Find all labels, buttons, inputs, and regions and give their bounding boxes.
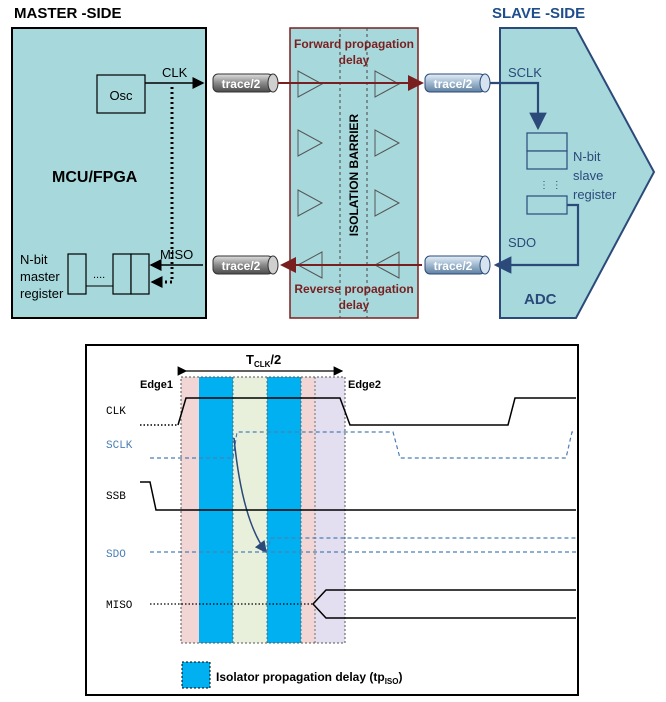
ssb-waveform: [140, 481, 576, 511]
legend-label: Isolator propagation delay (tpISO): [216, 670, 402, 686]
slave-reg-label-1: N-bit: [573, 149, 601, 164]
trace-cylinder-sclk-right: trace/2: [424, 73, 491, 93]
isolation-barrier-label: ISOLATION BARRIER: [347, 113, 361, 236]
signal-label-miso: MISO: [106, 600, 133, 612]
sdo-waveform-bus: [266, 537, 576, 553]
sdo-label-slave: SDO: [508, 235, 536, 250]
period-label-main: T: [246, 352, 254, 367]
buffer-fwd-2a: [297, 129, 324, 157]
master-side-heading: MASTER -SIDE: [14, 5, 122, 22]
signal-label-clk: CLK: [106, 406, 126, 418]
slave-reg-cell-2: [526, 150, 568, 170]
period-label: TCLK/2: [246, 352, 281, 369]
sclk-waveform: [232, 431, 576, 459]
period-label-tail: /2: [270, 352, 281, 367]
trace-label-clk-left: trace/2: [222, 77, 261, 91]
mcu-fpga-label: MCU/FPGA: [52, 169, 138, 186]
forward-delay-label-1: Forward propagation: [294, 37, 414, 51]
master-reg-label-3: register: [20, 286, 64, 301]
sclk-label-slave: SCLK: [508, 65, 542, 80]
adc-label: ADC: [524, 291, 557, 308]
sclk-path: [490, 81, 547, 131]
clk-dotted-path: [160, 87, 174, 284]
osc-label: Osc: [109, 88, 133, 103]
slave-side-heading: SLAVE -SIDE: [492, 5, 585, 22]
legend-label-tail: ): [398, 670, 402, 684]
edge1-label: Edge1: [140, 379, 173, 391]
miso-waveform-bus: [312, 589, 576, 619]
trace-label-miso-left: trace/2: [222, 259, 261, 273]
reverse-delay-label-2: delay: [339, 298, 370, 312]
isolation-block: [289, 27, 419, 319]
signal-label-sclk: SCLK: [106, 440, 133, 452]
slave-reg-label-3: register: [573, 187, 617, 202]
reverse-delay-label-1: Reverse propagation: [294, 282, 413, 296]
master-reg-label-1: N-bit: [20, 252, 48, 267]
sdo-path: [493, 203, 580, 274]
clk-label-master: CLK: [162, 65, 188, 80]
master-reg-cell-1: [67, 253, 87, 295]
buffer-fwd-3b: [374, 189, 401, 217]
trace-cylinder-sdo-right: trace/2: [424, 255, 491, 275]
sclk-to-sdo-arrow: [233, 437, 267, 554]
miso-label-master: MISO: [160, 247, 193, 262]
period-label-sub: CLK: [254, 360, 271, 369]
slave-reg-dots: ⋮ ⋮: [539, 180, 562, 191]
trace-label-sclk-right: trace/2: [434, 77, 473, 91]
legend-label-main: Isolator propagation delay (tp: [216, 670, 385, 684]
edge2-label: Edge2: [348, 379, 381, 391]
master-reg-dots: ....: [93, 269, 105, 281]
buffer-fwd-2b: [374, 129, 401, 157]
slave-reg-cell-3: [526, 195, 568, 215]
master-reg-cell-3: [130, 253, 150, 295]
osc-box: [96, 74, 146, 114]
signal-label-ssb: SSB: [106, 491, 126, 503]
trace-cylinder-miso-left: trace/2: [212, 255, 279, 275]
clk-waveform: [177, 397, 576, 426]
legend-swatch: [181, 661, 211, 689]
forward-delay-label-2: delay: [339, 53, 370, 67]
signal-label-sdo: SDO: [106, 549, 126, 561]
legend-label-sub: ISO: [385, 677, 399, 686]
slave-reg-cell-1: [526, 132, 568, 152]
isolator-buffers: [296, 70, 401, 279]
trace-label-sdo-right: trace/2: [434, 259, 473, 273]
buffer-fwd-3a: [297, 189, 324, 217]
master-reg-cell-2: [112, 253, 132, 295]
slave-reg-label-2: slave: [573, 168, 603, 183]
trace-cylinder-clk-left: trace/2: [212, 73, 279, 93]
master-reg-label-2: master: [20, 269, 60, 284]
